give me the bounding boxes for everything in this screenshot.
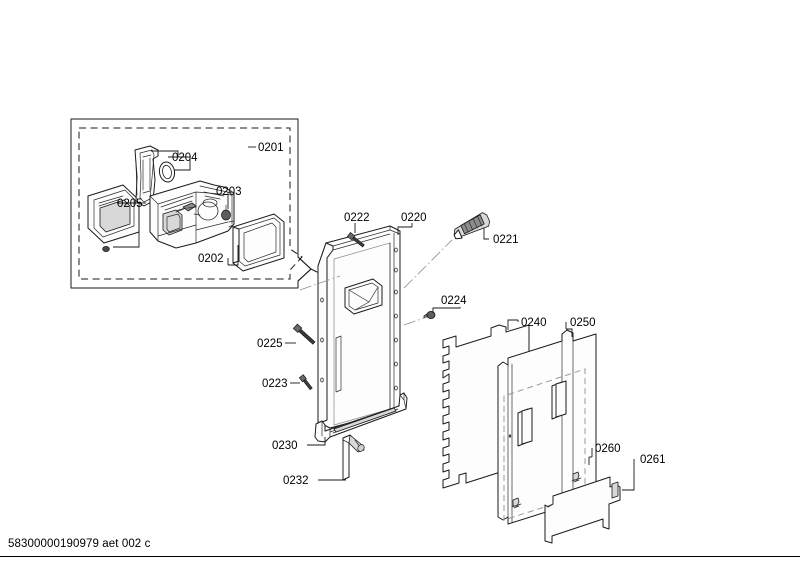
part-0224-hinge-pin xyxy=(403,307,438,326)
part-0223-panel-screw-lower xyxy=(290,374,313,391)
part-control-unit-body xyxy=(149,180,235,249)
label-0224: 0224 xyxy=(441,295,467,307)
part-0225-fixing-screw xyxy=(285,323,316,345)
decor-clip-upper xyxy=(571,471,582,483)
part-0202-front-frame-bezel xyxy=(228,213,285,272)
label-0220: 0220 xyxy=(401,212,427,224)
inset-connector xyxy=(297,256,318,282)
callout-labels: 0201 0204 0205 0203 0202 0222 0220 0221 … xyxy=(117,142,666,487)
hinge-tab-upper xyxy=(551,380,567,420)
decor-clip-lower xyxy=(511,497,522,509)
hinge-tab-lower xyxy=(517,407,533,447)
label-0250: 0250 xyxy=(570,317,596,329)
label-0201: 0201 xyxy=(258,142,284,154)
label-0240: 0240 xyxy=(521,317,547,329)
part-0260-decor-panel-area xyxy=(503,368,592,521)
label-0230: 0230 xyxy=(272,440,298,452)
part-0261-lower-decor-strip xyxy=(544,468,635,544)
part-0204-seal-ring xyxy=(158,161,191,183)
label-0205: 0205 xyxy=(117,198,143,210)
label-0204: 0204 xyxy=(172,152,198,164)
label-0261: 0261 xyxy=(640,454,666,466)
door-window-opening xyxy=(344,278,383,315)
part-0232-door-bracket-angle xyxy=(318,434,365,481)
label-0222: 0222 xyxy=(344,212,370,224)
footer-divider xyxy=(0,556,800,557)
part-0220-inner-door-panel xyxy=(299,225,412,429)
label-0221: 0221 xyxy=(493,234,519,246)
label-0260: 0260 xyxy=(595,443,621,455)
part-0203-knob-cap xyxy=(221,199,231,221)
label-leader-stubs xyxy=(139,146,635,468)
label-0203: 0203 xyxy=(216,186,242,198)
part-0222-panel-screw-upper xyxy=(346,227,365,248)
label-0223: 0223 xyxy=(262,378,288,390)
document-code: 58300000190979 aet 002 c xyxy=(8,538,151,550)
part-0250-outer-door-panel xyxy=(497,328,597,525)
label-0202: 0202 xyxy=(198,253,224,265)
label-0232: 0232 xyxy=(283,475,309,487)
label-0225: 0225 xyxy=(257,338,283,350)
inset-dashed-box xyxy=(78,127,303,280)
part-0221-door-latch-striker xyxy=(403,212,491,289)
part-0230-lower-door-trim-rail xyxy=(307,392,408,446)
part-0204-sensor-housing xyxy=(134,145,179,207)
